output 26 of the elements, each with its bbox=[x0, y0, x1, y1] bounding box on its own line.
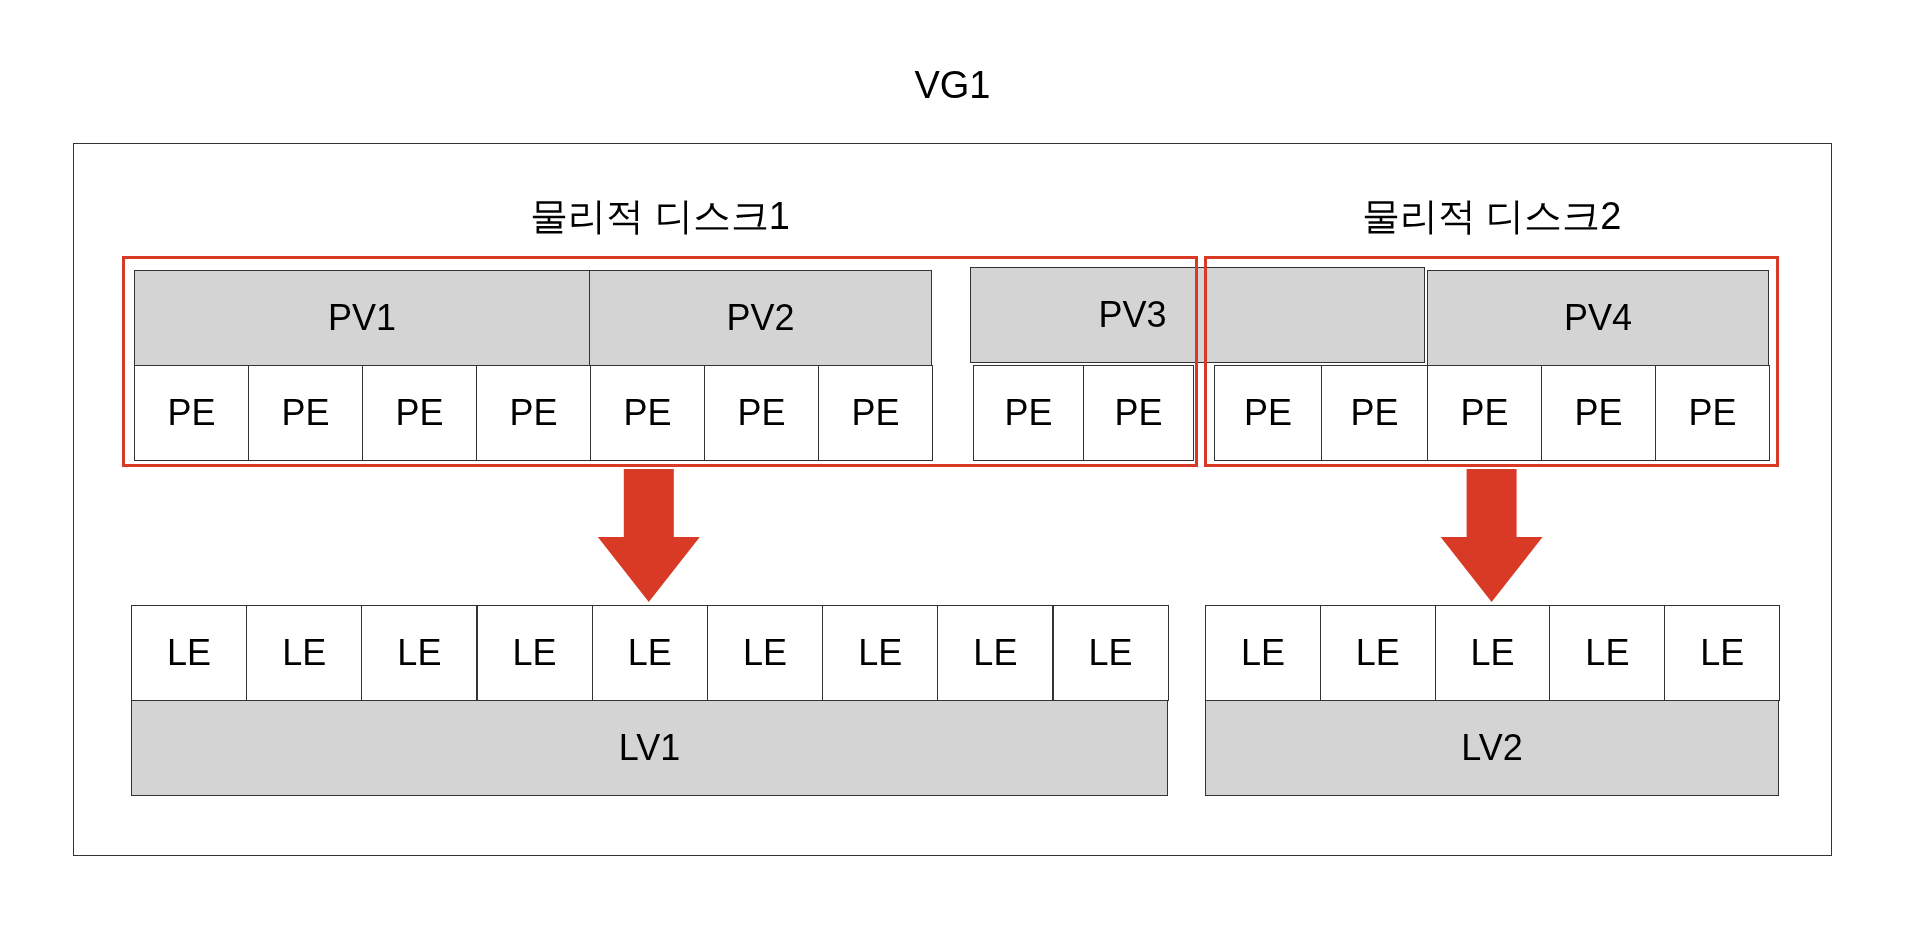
logical-volume-band: LV2 bbox=[1205, 700, 1779, 796]
logical-extent-cell: LE bbox=[476, 605, 593, 701]
physical-volume-band: PV2 bbox=[589, 270, 932, 366]
physical-extent-cell: PE bbox=[1214, 365, 1322, 461]
logical-extent-cell: LE bbox=[1205, 605, 1321, 701]
logical-extent-cell: LE bbox=[937, 605, 1054, 701]
logical-extent-cell: LE bbox=[1664, 605, 1781, 701]
logical-extent-cell: LE bbox=[361, 605, 478, 701]
block-arrow bbox=[597, 469, 700, 602]
physical-volume-band: PV3 bbox=[970, 267, 1425, 363]
physical-volume-band: PV1 bbox=[134, 270, 590, 366]
physical-extent-cell: PE bbox=[1083, 365, 1194, 461]
physical-extent-cell: PE bbox=[134, 365, 249, 461]
block-arrow bbox=[1440, 469, 1543, 602]
logical-extent-cell: LE bbox=[1052, 605, 1169, 701]
physical-extent-cell: PE bbox=[1655, 365, 1770, 461]
logical-extent-cell: LE bbox=[131, 605, 247, 701]
physical-extent-cell: PE bbox=[973, 365, 1084, 461]
physical-extent-cell: PE bbox=[818, 365, 933, 461]
physical-volume-band: PV4 bbox=[1427, 270, 1769, 366]
disk-heading: 물리적 디스크2 bbox=[1360, 194, 1623, 239]
disk-heading: 물리적 디스크1 bbox=[529, 194, 791, 239]
logical-volume-band: LV1 bbox=[131, 700, 1168, 796]
group-title: VG1 bbox=[913, 64, 992, 107]
logical-extent-cell: LE bbox=[1549, 605, 1666, 701]
physical-extent-cell: PE bbox=[1321, 365, 1428, 461]
